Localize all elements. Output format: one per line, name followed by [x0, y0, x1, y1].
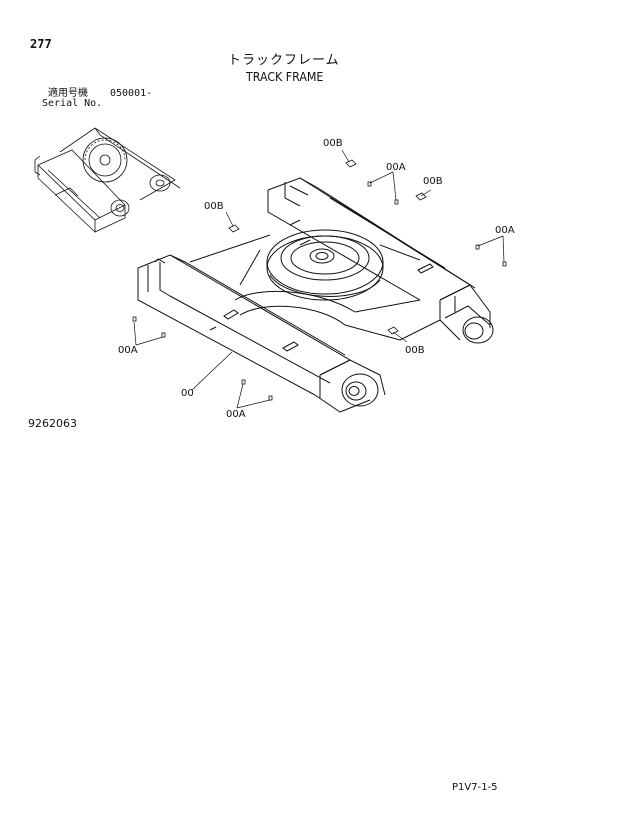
overview-thumbnail: [34, 127, 181, 233]
drawing-id: 9262063: [28, 417, 77, 430]
page-reference: P1V7-1-5: [452, 782, 498, 793]
leader-lines: [133, 149, 505, 409]
callout-00a-top: 00A: [386, 162, 406, 173]
callout-00a-left: 00A: [118, 345, 138, 356]
page-title: TRACK FRAME: [246, 70, 324, 84]
serial-label-japanese: 適用号機: [48, 88, 88, 99]
page-title-japanese: トラックフレーム: [228, 53, 340, 68]
callout-00a-right: 00A: [495, 225, 515, 236]
page-number: 277: [30, 37, 52, 51]
callout-00b-left: 00B: [204, 201, 224, 212]
track-frame: [137, 177, 494, 413]
callout-00b-top: 00B: [323, 138, 343, 149]
callout-00a-bottom: 00A: [226, 409, 246, 420]
callout-00b-lower: 00B: [405, 345, 425, 356]
serial-range: 050001-: [110, 88, 153, 99]
callout-00-frame: 00: [181, 388, 194, 399]
serial-label: Serial No.: [42, 98, 103, 109]
callout-00b-right: 00B: [423, 176, 443, 187]
